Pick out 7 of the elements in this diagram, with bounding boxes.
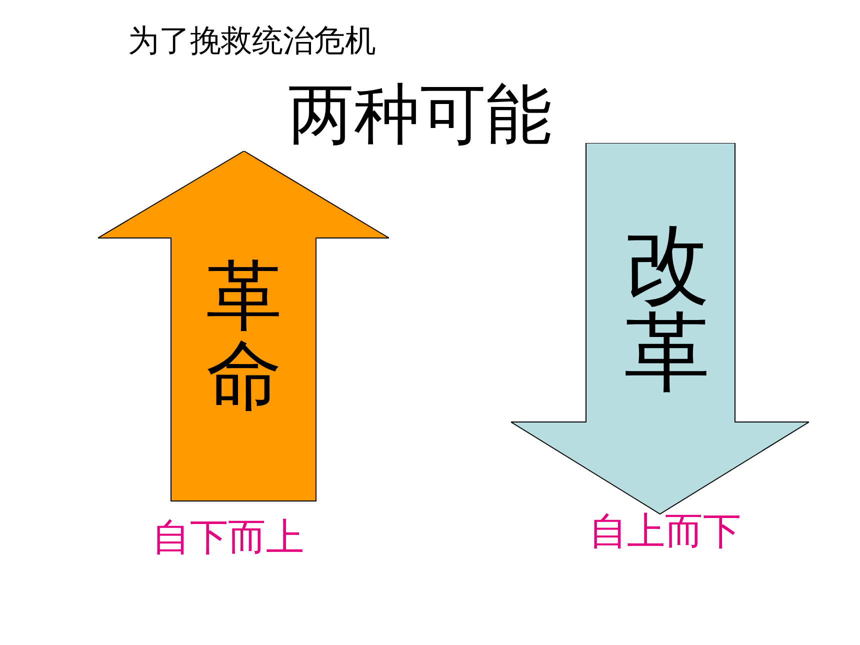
direction-caption: 自下而上	[151, 514, 305, 561]
title: 两种可能	[288, 75, 552, 155]
up-arrow	[98, 151, 389, 502]
subtitle: 为了挽救统治危机	[128, 22, 376, 61]
arrow-label: 革命	[205, 256, 283, 416]
arrow-label: 改革	[623, 221, 711, 397]
direction-caption: 自上而下	[588, 508, 742, 555]
